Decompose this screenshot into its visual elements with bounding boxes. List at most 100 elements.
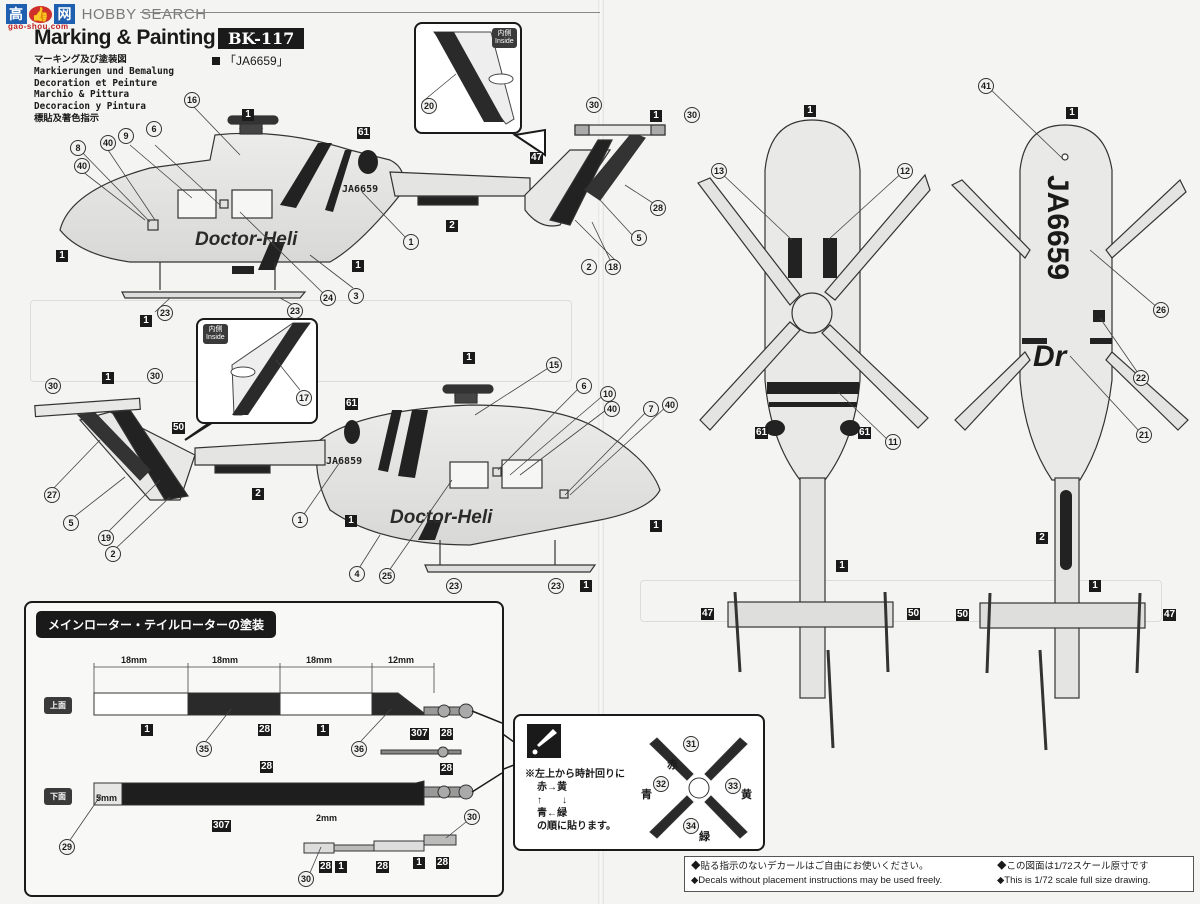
decal-callout: 13 (711, 163, 727, 179)
color-badge: 1 (463, 352, 475, 364)
decal-callout: 21 (1136, 427, 1152, 443)
color-badge: 2 (252, 488, 264, 500)
watermark-text: HOBBY SEARCH (81, 6, 207, 23)
bottom-view-logo: Dr (1033, 340, 1069, 373)
horizontal-stabilizer (727, 601, 894, 628)
tail-boom-stripe (1060, 490, 1072, 570)
color-badge: 1 (56, 250, 68, 262)
tail-boom (389, 171, 531, 197)
color-badge: 50 (172, 422, 186, 434)
rotor-section-title: メインローター・テイルローターの塗装 (36, 611, 277, 638)
decal-callout: 9 (118, 128, 134, 144)
decal-callout: 30 (464, 809, 480, 825)
registration-text: 「JA6659」 (224, 54, 289, 68)
decal-callout: 34 (683, 818, 699, 834)
upper-surface-label: 上面 (44, 697, 72, 714)
subtitle-zh: 標貼及著色指示 (34, 112, 100, 124)
decal-callout: 11 (885, 434, 901, 450)
decal-callout: 24 (320, 290, 336, 306)
color-badge: 28 (260, 761, 274, 773)
color-badge: 1 (140, 315, 152, 327)
rotor-painting-section: メインローター・テイルローターの塗装 (24, 601, 504, 897)
footer-scale-en: ◆This is 1/72 scale full size drawing. (997, 875, 1151, 886)
color-label-green: 緑 (699, 831, 710, 843)
tail-rotor (34, 397, 141, 418)
decal-callout: 26 (1153, 302, 1169, 318)
registration-label: 「JA6659」 (212, 52, 289, 69)
dimension-label: 12mm (388, 655, 415, 665)
decal-callout: 12 (897, 163, 913, 179)
side-view-left-logo: Doctor-Heli (390, 507, 493, 528)
decal-callout: 23 (287, 303, 303, 319)
color-badge: 1 (650, 520, 662, 532)
background-print-through (640, 580, 1162, 622)
main-rotor-blades (950, 179, 1189, 431)
rotor-diagram (67, 663, 502, 876)
color-badge: 47 (1163, 609, 1177, 621)
color-badge: 28 (440, 728, 454, 740)
header-rule (140, 12, 600, 13)
dimension-label: 5mm (96, 793, 118, 803)
decal-callout: 31 (683, 736, 699, 752)
color-badge: 1 (242, 109, 254, 121)
decal-callout: 40 (100, 135, 116, 151)
color-badge: 47 (530, 152, 544, 164)
pointer-lines (471, 710, 502, 793)
decal-callout: 7 (643, 401, 659, 417)
color-badge: 307 (212, 820, 231, 832)
color-badge: 61 (357, 127, 371, 139)
decal-callout: 19 (98, 530, 114, 546)
decal-callout: 20 (421, 98, 437, 114)
bottom-view-registration: JA6659 (1041, 175, 1074, 280)
tail-rotor-blade (303, 834, 457, 854)
decal-callout: 10 (600, 386, 616, 402)
square-bullet-icon (212, 57, 220, 65)
color-badge: 61 (345, 398, 359, 410)
side-view-right-registration: JA6659 (342, 184, 378, 195)
decal-callout: 32 (653, 776, 669, 792)
decal-callout: 35 (196, 741, 212, 757)
color-badge: 1 (141, 724, 153, 736)
decal-callout: 30 (586, 97, 602, 113)
color-label-yellow: 黄 (741, 789, 752, 801)
decal-callout: 27 (44, 487, 60, 503)
decal-callout: 30 (45, 378, 61, 394)
decal-callout: 28 (650, 200, 666, 216)
color-badge: 28 (440, 763, 454, 775)
footer-note-scale: ◆この図面は1/72スケール原寸です ◆This is 1/72 scale f… (997, 860, 1151, 888)
page-title: Marking & Painting (34, 26, 216, 49)
decal-callout: 2 (105, 546, 121, 562)
color-badge: 1 (102, 372, 114, 384)
side-view-left-helicopter (34, 384, 661, 573)
footer-notes: ◆貼る指示のないデカールはご自由にお使いください。 ◆Decals withou… (684, 856, 1194, 892)
tail-boom-stripe (214, 465, 271, 474)
decal-callout: 30 (298, 871, 314, 887)
color-badge: 1 (580, 580, 592, 592)
dimension-label: 18mm (212, 655, 239, 665)
watermark-site: gao-shou.com (8, 22, 69, 31)
color-badge: 50 (956, 609, 970, 621)
decal-callout: 30 (684, 107, 700, 123)
color-badge: 1 (345, 515, 357, 527)
color-badge: 1 (650, 110, 662, 122)
dimension-label: 18mm (306, 655, 333, 665)
subtitle-it: Marchio & Pittura (34, 89, 130, 101)
color-badge: 61 (858, 427, 872, 439)
side-view-left-registration: JA6859 (326, 456, 362, 467)
decal-callout: 23 (548, 578, 564, 594)
decal-callout: 2 (581, 259, 597, 275)
color-label-red: 赤 (667, 759, 678, 771)
decal-callout: 23 (446, 578, 462, 594)
watermark-logo: 高 (6, 4, 27, 24)
decal-callout: 15 (546, 357, 562, 373)
color-badge: 28 (436, 857, 450, 869)
color-badge: 1 (836, 560, 848, 572)
color-badge: 1 (335, 861, 347, 873)
decal-callout: 25 (379, 568, 395, 584)
footer-note-en: ◆Decals without placement instructions m… (691, 875, 943, 886)
side-view-right-helicopter (59, 115, 666, 299)
decal-callout: 36 (351, 741, 367, 757)
